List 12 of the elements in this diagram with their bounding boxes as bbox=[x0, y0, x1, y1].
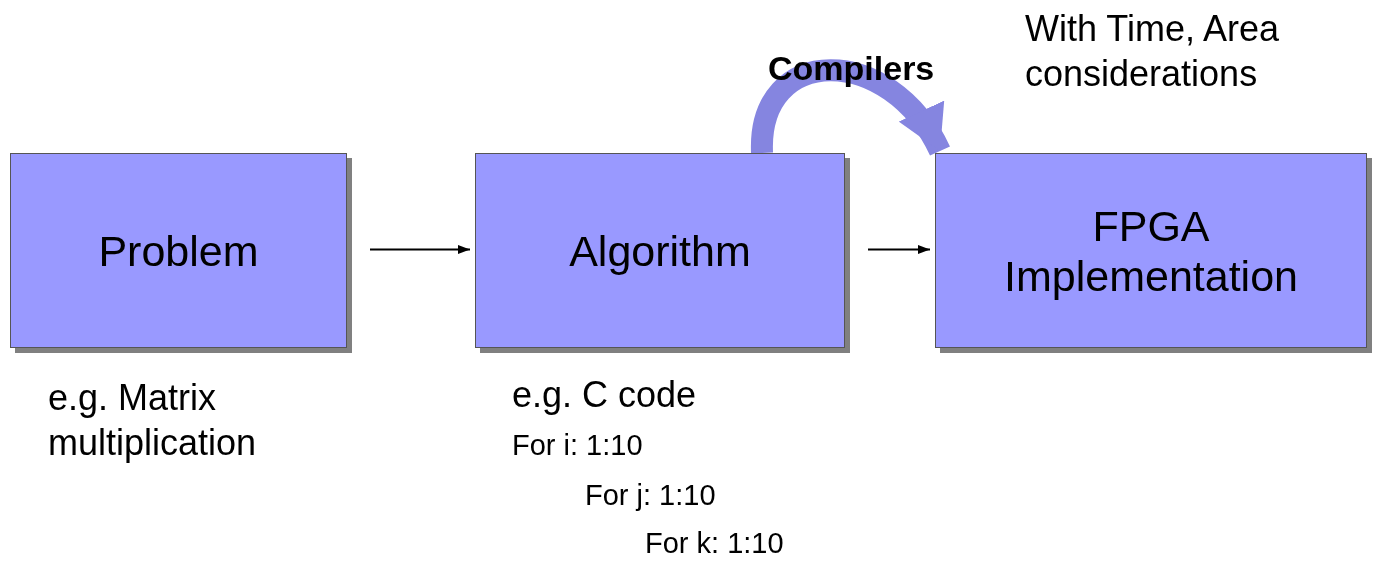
note-text: For i: 1:10 bbox=[512, 428, 643, 463]
node-label: FPGA Implementation bbox=[1003, 200, 1299, 301]
arrow bbox=[369, 245, 471, 254]
note-text: e.g. C code bbox=[512, 373, 697, 417]
arrow bbox=[867, 245, 931, 254]
note-text: e.g. Matrix multiplication bbox=[48, 376, 258, 465]
edge-label: Compilers bbox=[768, 48, 935, 88]
node-label: Algorithm bbox=[569, 225, 751, 276]
node-label: Problem bbox=[98, 225, 259, 276]
note-text: For k: 1:10 bbox=[645, 526, 784, 561]
note-text: With Time, Area considerations bbox=[1025, 7, 1281, 96]
note-text: For j: 1:10 bbox=[585, 478, 716, 513]
